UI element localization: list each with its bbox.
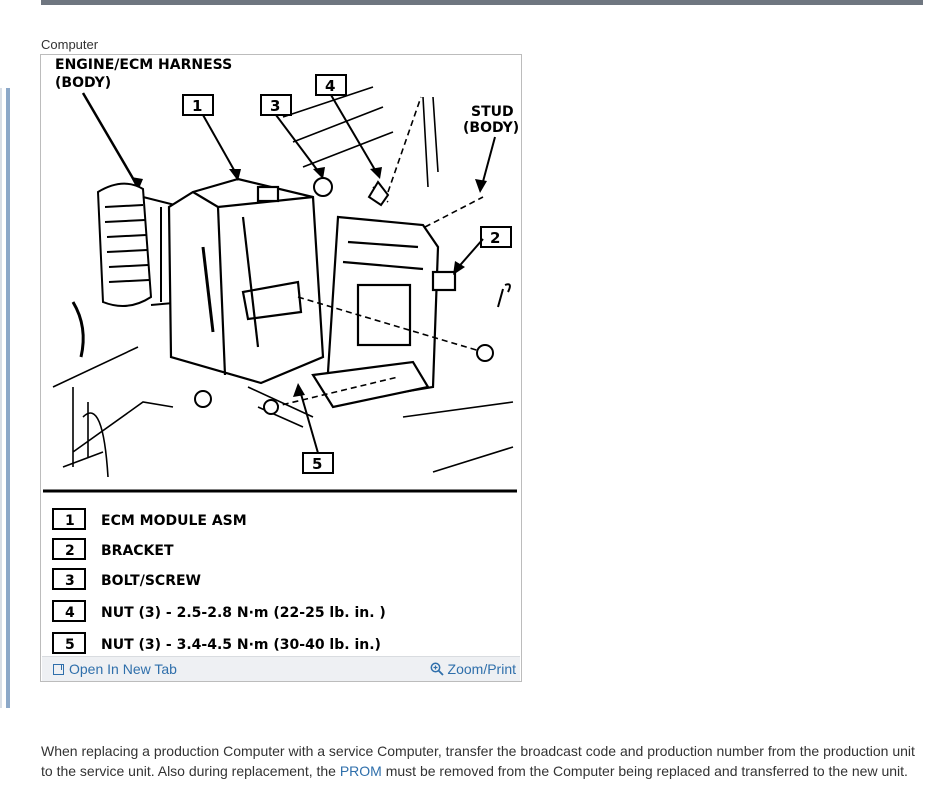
stud-label-line2: (BODY) <box>463 120 519 136</box>
legend-row-4: 4 NUT (3) - 2.5-2.8 N·m (22-25 lb. in. ) <box>52 600 386 622</box>
legend-row-1: 1 ECM MODULE ASM <box>52 508 247 530</box>
svg-text:ECM MODULE ASM: ECM MODULE ASM <box>101 513 247 529</box>
bracket-drawing <box>311 215 457 409</box>
open-in-new-tab-link[interactable]: Open In New Tab <box>53 661 177 677</box>
svg-text:3: 3 <box>65 573 75 589</box>
ecm-diagram[interactable]: ENGINE/ECM HARNESS (BODY) STUD (BODY) <box>43 57 519 655</box>
callout-1: 1 <box>182 94 241 181</box>
svg-text:BOLT/SCREW: BOLT/SCREW <box>101 573 201 589</box>
fastener-drawings <box>194 177 511 415</box>
svg-text:2: 2 <box>490 229 500 247</box>
svg-text:1: 1 <box>65 513 75 529</box>
legend-row-2: 2 BRACKET <box>52 538 174 560</box>
stud-label-line1: STUD <box>471 104 514 120</box>
callout-3: 3 <box>260 94 325 179</box>
left-edge-shadow <box>0 88 2 708</box>
zoom-icon <box>430 662 444 676</box>
zoom-print-link[interactable]: Zoom/Print <box>430 661 516 677</box>
ecm-module-drawing <box>167 177 325 385</box>
prom-link[interactable]: PROM <box>339 763 382 779</box>
svg-text:BRACKET: BRACKET <box>101 543 174 559</box>
callout-4: 4 <box>315 74 382 179</box>
paragraph-text-start: When replacing a production Computer wit… <box>41 743 915 779</box>
open-in-new-tab-label: Open In New Tab <box>69 661 177 677</box>
svg-text:1: 1 <box>192 97 202 115</box>
figure-frame: ENGINE/ECM HARNESS (BODY) STUD (BODY) <box>40 54 522 682</box>
harness-label-line2: (BODY) <box>55 75 111 91</box>
vehicle-body-lines <box>52 86 514 478</box>
svg-text:5: 5 <box>312 455 322 473</box>
harness-label-line1: ENGINE/ECM HARNESS <box>55 57 232 73</box>
legend-row-5: 5 NUT (3) - 3.4-4.5 N·m (30-40 lb. in.) <box>52 632 381 654</box>
svg-text:3: 3 <box>270 97 280 115</box>
legend-row-3: 3 BOLT/SCREW <box>52 568 201 590</box>
left-scroll-rail <box>6 88 10 708</box>
zoom-print-label: Zoom/Print <box>447 661 516 677</box>
harness-connector-drawing <box>71 182 187 358</box>
figure-footer: Open In New Tab Zoom/Print <box>42 656 520 681</box>
callout-2: 2 <box>453 226 512 275</box>
replacement-instructions: When replacing a production Computer wit… <box>41 741 921 781</box>
svg-text:2: 2 <box>65 543 75 559</box>
figure-caption: Computer <box>41 37 99 52</box>
paragraph-text-end: must be removed from the Computer being … <box>381 763 908 779</box>
svg-text:4: 4 <box>65 605 75 621</box>
svg-text:5: 5 <box>65 637 75 653</box>
svg-text:NUT (3) - 2.5-2.8 N·m (22-25 l: NUT (3) - 2.5-2.8 N·m (22-25 lb. in. ) <box>101 605 386 621</box>
external-link-icon <box>53 663 64 675</box>
svg-text:NUT (3) - 3.4-4.5 N·m (30-40 l: NUT (3) - 3.4-4.5 N·m (30-40 lb. in.) <box>101 637 381 653</box>
top-divider-bar <box>41 0 923 5</box>
svg-text:4: 4 <box>325 77 335 95</box>
callout-5: 5 <box>293 383 334 474</box>
